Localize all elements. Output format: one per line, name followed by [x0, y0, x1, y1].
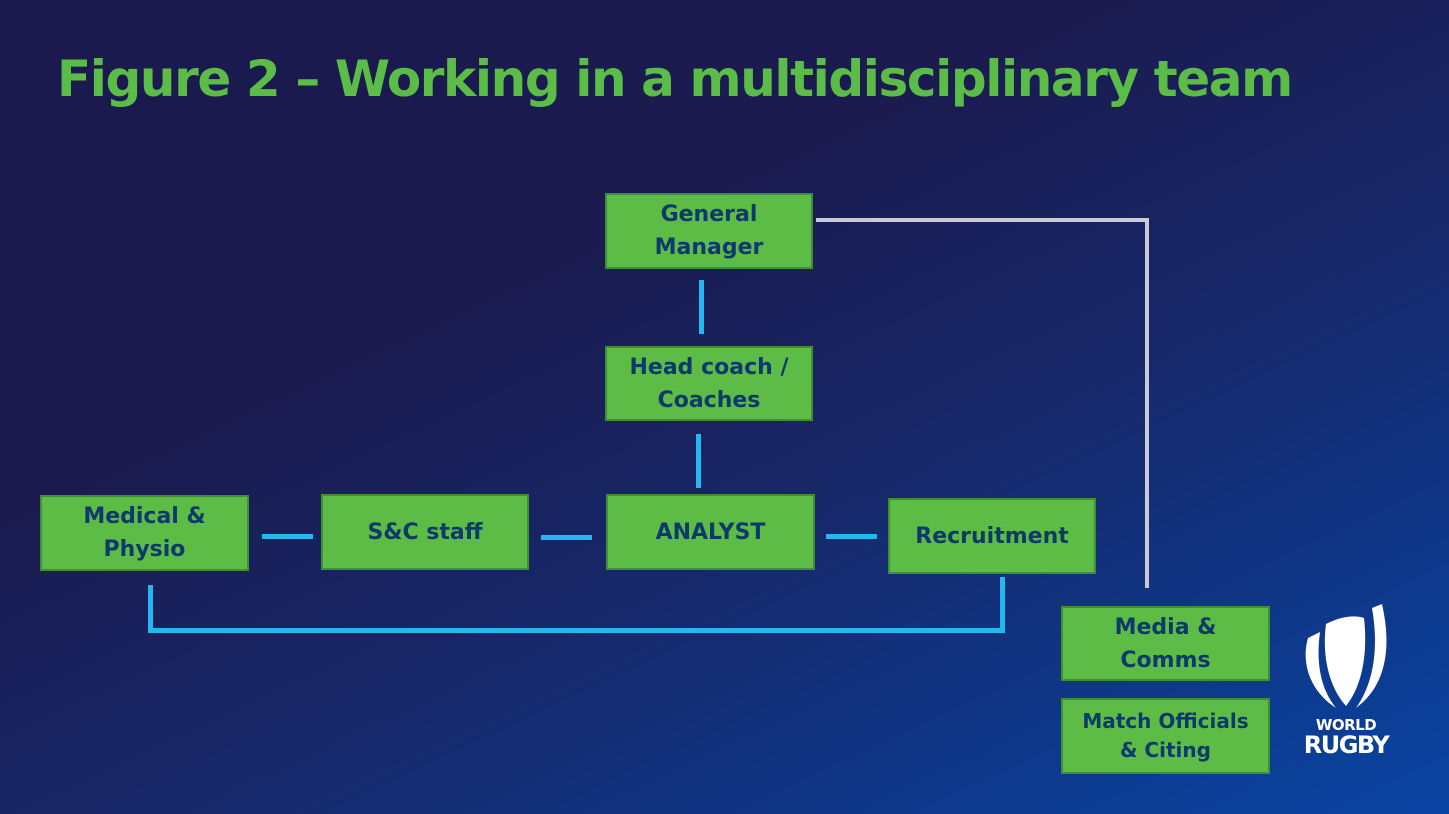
connector-recruitment-down — [1000, 577, 1005, 632]
node-label: Media & Comms — [1114, 614, 1217, 673]
connector-medical-sc — [262, 534, 313, 539]
connector-sc-analyst — [541, 535, 592, 540]
world-rugby-logo: WORLD RUGBY — [1296, 602, 1396, 762]
page-title: Figure 2 – Working in a multidisciplinar… — [57, 50, 1293, 108]
node-head-coach[interactable]: Head coach / Coaches — [605, 346, 813, 421]
node-label: Recruitment — [915, 523, 1069, 549]
rugby-ball-icon — [1305, 604, 1387, 708]
node-label: Medical & Physio — [83, 504, 206, 562]
connector-analyst-recruitment — [826, 534, 877, 539]
node-media-comms[interactable]: Media & Comms — [1061, 606, 1270, 681]
connector-gm-media-horizontal — [816, 218, 1149, 222]
node-match-officials[interactable]: Match Officials & Citing — [1061, 698, 1270, 774]
connector-medical-down — [148, 585, 153, 632]
node-label: Head coach / Coaches — [629, 354, 789, 413]
logo-text-rugby: RUGBY — [1303, 731, 1390, 759]
node-label: S&C staff — [367, 519, 483, 545]
node-label: ANALYST — [655, 519, 766, 545]
node-general-manager[interactable]: General Manager — [605, 193, 813, 269]
node-label: Match Officials & Citing — [1082, 709, 1249, 762]
logo-text-world: WORLD — [1315, 716, 1377, 734]
node-medical-physio[interactable]: Medical & Physio — [40, 495, 249, 571]
connector-bottom-horizontal — [148, 628, 1005, 633]
connector-headcoach-analyst — [696, 434, 701, 488]
connector-gm-headcoach — [699, 280, 704, 334]
node-sc-staff[interactable]: S&C staff — [321, 494, 529, 570]
node-recruitment[interactable]: Recruitment — [888, 498, 1096, 574]
connector-gm-media-vertical — [1145, 218, 1149, 588]
node-analyst[interactable]: ANALYST — [606, 494, 815, 570]
node-label: General Manager — [654, 202, 764, 260]
